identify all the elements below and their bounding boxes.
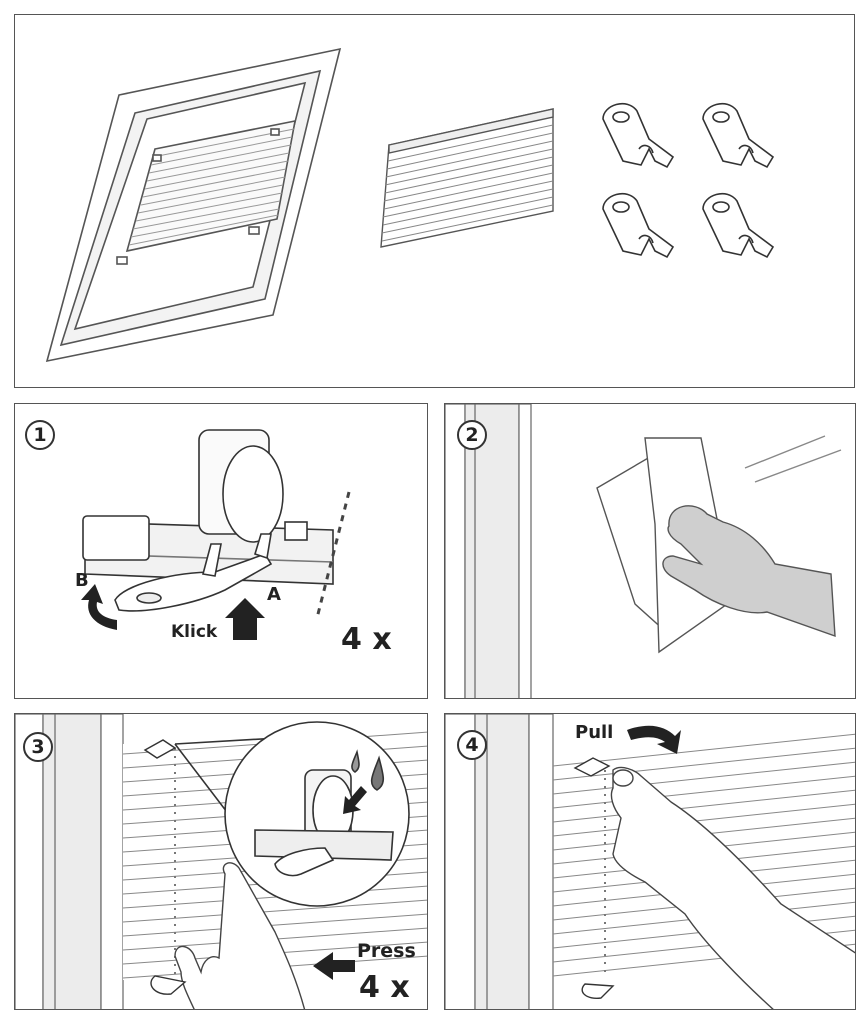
label-click: Klick <box>171 622 218 642</box>
step-number: 1 <box>25 420 55 450</box>
window-frame <box>445 404 532 698</box>
step-number: 3 <box>23 732 53 762</box>
window-frame <box>15 714 124 1009</box>
press-arrow-icon <box>313 952 355 980</box>
detail-magnifier <box>174 721 410 907</box>
arrow-a-icon <box>225 598 265 640</box>
bottom-clip <box>581 983 615 999</box>
parts-illustration <box>45 47 775 363</box>
pleated-blind <box>380 108 554 248</box>
end-cap <box>82 515 150 561</box>
step-2-panel: 2 <box>444 403 856 699</box>
clip <box>702 102 775 169</box>
window-frame <box>445 714 554 1009</box>
clip <box>602 102 675 169</box>
label-count: 4 x <box>359 970 410 1005</box>
clip <box>143 739 177 759</box>
mounting-clips <box>602 102 775 259</box>
label-pull: Pull <box>575 722 614 743</box>
step-number: 4 <box>457 730 487 760</box>
arrow-b-icon <box>81 584 117 630</box>
label-a: A <box>267 584 281 605</box>
clip <box>573 757 611 777</box>
step-number: 2 <box>457 420 487 450</box>
step-4-panel: 4 Pull <box>444 713 856 1010</box>
hand-icon <box>610 766 855 1009</box>
step-1-panel: 1 B A Klick 4 x <box>14 403 428 699</box>
step-4-illustration <box>445 714 855 1009</box>
step-3-panel: 3 Press 4 x <box>14 713 428 1010</box>
glass-streaks <box>744 435 842 483</box>
arrow-icon <box>343 786 367 814</box>
label-count: 4 x <box>341 622 392 657</box>
hand-icon <box>174 862 306 1009</box>
clip <box>602 192 675 259</box>
droplet-icon <box>351 749 360 773</box>
pull-arrow-icon <box>627 725 681 754</box>
hand-icon <box>662 505 836 638</box>
clip <box>702 192 775 259</box>
step-2-illustration <box>445 404 842 698</box>
clip-disc <box>222 445 284 543</box>
dashed-guide <box>315 491 351 619</box>
label-press: Press <box>357 940 416 962</box>
parts-overview-panel <box>14 14 855 388</box>
step-1-illustration <box>81 429 351 640</box>
droplet-icon <box>370 755 385 791</box>
label-b: B <box>75 570 89 591</box>
step-3-illustration <box>15 714 427 1009</box>
roof-window <box>45 47 342 363</box>
